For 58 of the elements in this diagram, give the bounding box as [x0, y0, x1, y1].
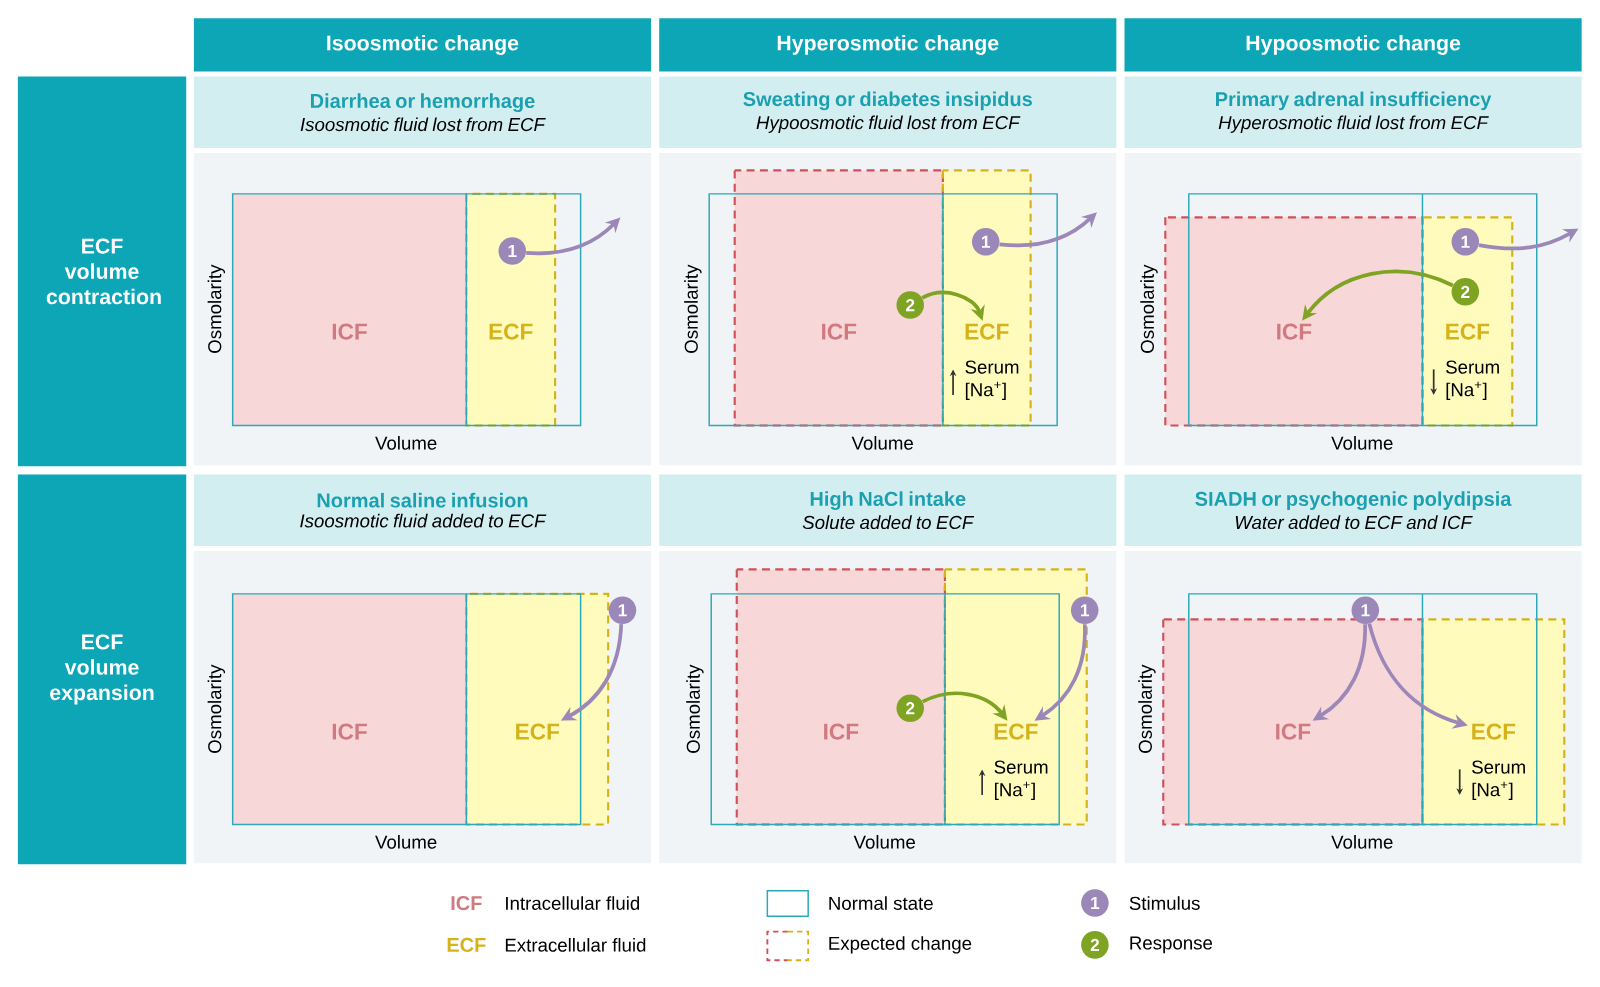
serum-label: Serum [Na$^{+}$] [1472, 760, 1525, 801]
compartment-label: ICF [1276, 723, 1311, 740]
compartment-label: ECF [1472, 723, 1516, 740]
axis-label: Volume [853, 835, 915, 849]
axis-label: Volume [851, 436, 913, 450]
number-badge: 1 [971, 228, 1000, 256]
axis-label: Osmolarity [1140, 264, 1158, 354]
number-badge: 1 [1451, 228, 1480, 256]
scenario-header: Normal saline infusion Isoosmotic fluid added to ECF [193, 474, 652, 547]
scenario-header: High NaCl intake Solute added to ECF [659, 474, 1117, 547]
number-badge: 2 [1451, 278, 1480, 306]
legend-text: Intracellular fluid [506, 896, 640, 911]
number-badge: 1 [608, 596, 637, 625]
compartment-label: ICF [332, 323, 367, 340]
serum-label: Serum [Na$^{+}$] [1446, 360, 1499, 401]
column-header: Hyperosmotic change [659, 18, 1117, 72]
axis-label: Volume [375, 835, 437, 849]
legend-text: Stimulus [1129, 896, 1200, 911]
compartment-label: ICF [824, 723, 859, 740]
number-badge: 1 [1070, 596, 1099, 625]
number-badge: 1 [498, 237, 527, 265]
axis-label: Volume [1331, 436, 1393, 450]
column-header: Isoosmotic change [193, 18, 652, 72]
number-badge: 2 [896, 291, 924, 319]
axis-label: Volume [375, 436, 437, 450]
axis-label: Osmolarity [207, 264, 226, 354]
compartment-label: ECF [516, 723, 560, 740]
compartment-label: ECF [994, 723, 1038, 740]
compartment-label: ECF [489, 323, 533, 340]
legend-text: Expected change [829, 936, 972, 954]
legend-text: Extracellular fluid [505, 938, 646, 952]
legend-text: Normal state [829, 896, 933, 911]
legend-key: ICF [451, 896, 482, 911]
legend-key: ECF [447, 937, 486, 953]
compartment-label: ECF [1446, 323, 1490, 340]
number-badge: 2 [1081, 931, 1109, 959]
number-badge: 1 [1081, 889, 1109, 917]
number-badge: 1 [1351, 596, 1380, 625]
axis-label: Osmolarity [684, 264, 702, 354]
legend-text: Response [1130, 936, 1213, 954]
compartment-label: ICF [332, 723, 367, 740]
compartment-label: ECF [965, 323, 1009, 340]
axis-label: Osmolarity [686, 664, 704, 754]
compartment-label: ICF [822, 323, 857, 340]
column-header: Hypoosmotic change [1124, 18, 1582, 72]
serum-label: Serum [Na$^{+}$] [965, 360, 1019, 401]
row-header: ECF volume contraction [17, 76, 187, 467]
scenario-header: Sweating or diabetes insipidus Hypoosmotic fluid lost from ECF [659, 76, 1117, 149]
compartment-label: ICF [1277, 323, 1312, 340]
scenario-header: Diarrhea or hemorrhage Isoosmotic fluid lost from ECF [193, 76, 652, 149]
scenario-header: SIADH or psychogenic polydipsia Water added to ECF and ICF [1124, 474, 1582, 547]
number-badge: 2 [896, 694, 924, 723]
axis-label: Osmolarity [1138, 664, 1156, 754]
serum-label: Serum [Na$^{+}$] [994, 760, 1048, 801]
axis-label: Volume [1331, 835, 1393, 849]
scenario-header: Primary adrenal insufficiency Hyperosmotic fluid lost from ECF [1124, 76, 1582, 149]
row-header: ECF volume expansion [17, 474, 187, 865]
axis-label: Osmolarity [207, 664, 226, 754]
